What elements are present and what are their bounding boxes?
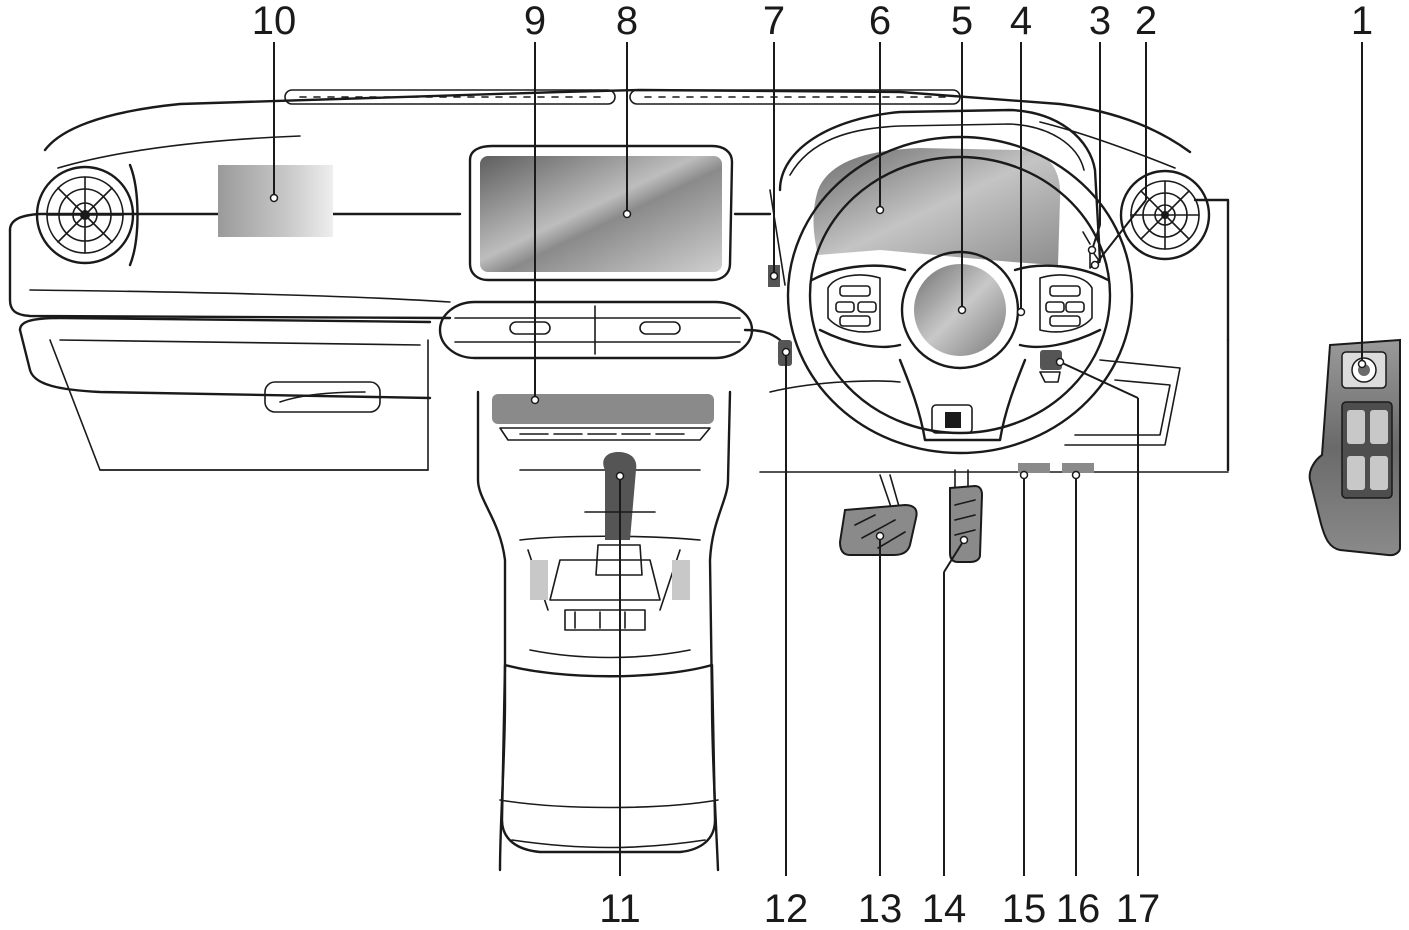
callout-15: 15 — [1002, 887, 1047, 930]
leader-lines — [269, 42, 1367, 876]
callout-7: 7 — [763, 0, 785, 43]
defroster-vent-right — [629, 89, 961, 105]
callout-12: 12 — [764, 887, 809, 930]
callout-2: 2 — [1135, 0, 1157, 43]
callout-3: 3 — [1089, 0, 1111, 43]
steering-wheel — [768, 108, 1181, 455]
pedals — [838, 463, 1094, 563]
callout-11: 11 — [599, 887, 641, 930]
paddle-switch — [1040, 350, 1062, 370]
center-console — [476, 390, 732, 872]
callout-16: 16 — [1056, 887, 1101, 930]
callout-numbers: 1 2 3 4 5 6 7 8 9 10 11 12 13 14 15 16 1… — [252, 0, 1373, 930]
glove-box-handle — [264, 381, 381, 413]
callout-4: 4 — [1010, 0, 1032, 43]
callout-14: 14 — [922, 887, 967, 930]
callout-6: 6 — [869, 0, 891, 43]
callout-1: 1 — [1351, 0, 1373, 43]
instrument-cluster — [813, 148, 1061, 265]
callout-5: 5 — [951, 0, 973, 43]
callout-13: 13 — [858, 887, 903, 930]
callout-8: 8 — [616, 0, 638, 43]
right-air-vent — [1119, 169, 1211, 261]
driver-door-switch-panel — [1308, 338, 1401, 557]
callout-10: 10 — [252, 0, 297, 43]
infotainment-screen — [468, 144, 734, 282]
callout-9: 9 — [524, 0, 546, 43]
climate-control-panel — [492, 394, 714, 424]
callout-17: 17 — [1116, 887, 1161, 930]
defroster-vent-left — [284, 89, 616, 105]
center-air-vents — [438, 300, 754, 360]
dashboard-body — [8, 88, 1230, 473]
left-air-vent — [35, 163, 139, 267]
